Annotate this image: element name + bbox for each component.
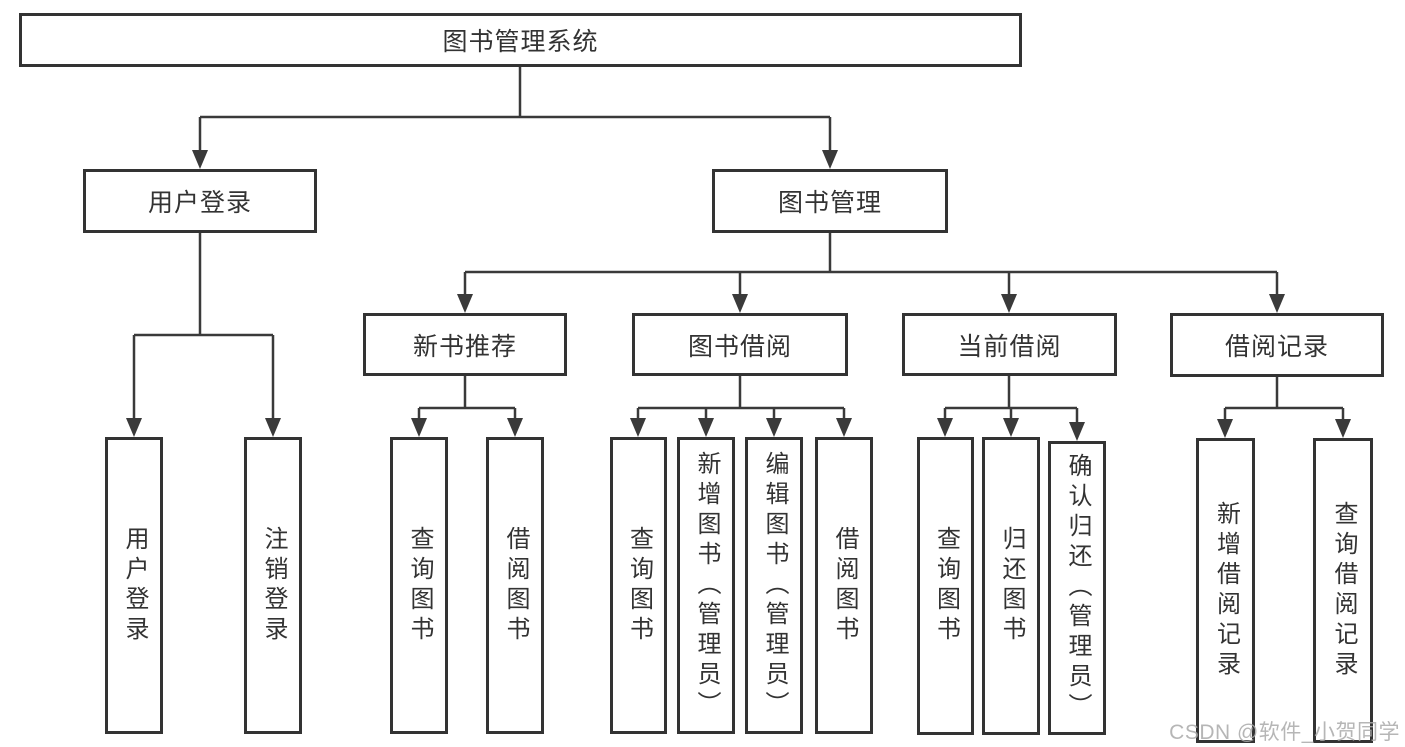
leaf-user-login: 用户登录 [105, 437, 163, 734]
node-root-label: 图书管理系统 [442, 28, 599, 56]
leaf-query-borrow-record-label: 查询借阅记录 [1330, 500, 1357, 681]
leaf-query-books-borrowing-label: 查询图书 [625, 525, 653, 646]
leaf-query-books-current-label: 查询图书 [932, 526, 960, 646]
leaf-query-borrow-record: 查询借阅记录 [1313, 438, 1373, 743]
node-book-management-label: 图书管理 [777, 189, 882, 217]
leaf-add-book-admin-label: 新增图书（管理员） [693, 450, 720, 721]
leaf-confirm-return-admin: 确认归还（管理员） [1048, 441, 1106, 735]
leaf-borrow-books-recommend: 借阅图书 [486, 437, 544, 734]
leaf-return-books-label: 归还图书 [998, 526, 1025, 646]
node-new-book-recommendation: 新书推荐 [363, 313, 567, 376]
leaf-query-books-recommend-label: 查询图书 [406, 525, 433, 646]
node-new-book-recommendation-label: 新书推荐 [412, 332, 517, 361]
leaf-query-books-borrowing: 查询图书 [610, 437, 667, 734]
node-borrowing-records: 借阅记录 [1170, 313, 1384, 377]
node-root: 图书管理系统 [19, 13, 1022, 67]
leaf-query-books-current: 查询图书 [917, 437, 974, 735]
leaf-edit-book-admin-label: 编辑图书（管理员） [761, 450, 788, 721]
node-book-borrowing: 图书借阅 [632, 313, 848, 376]
leaf-borrow-books-borrowing-label: 借阅图书 [831, 525, 858, 646]
leaf-borrow-books-borrowing: 借阅图书 [815, 437, 873, 734]
leaf-logout-login: 注销登录 [244, 437, 302, 734]
leaf-query-books-recommend: 查询图书 [390, 437, 448, 734]
node-user-login: 用户登录 [83, 169, 317, 233]
leaf-confirm-return-admin-label: 确认归还（管理员） [1064, 453, 1091, 723]
leaf-edit-book-admin: 编辑图书（管理员） [745, 437, 803, 734]
node-user-login-label: 用户登录 [147, 189, 252, 217]
leaf-borrow-books-recommend-label: 借阅图书 [502, 525, 529, 646]
node-current-borrowing-label: 当前借阅 [957, 332, 1062, 361]
leaf-return-books: 归还图书 [982, 437, 1040, 735]
node-borrowing-records-label: 借阅记录 [1224, 333, 1329, 361]
node-book-borrowing-label: 图书借阅 [687, 332, 792, 361]
leaf-user-login-label: 用户登录 [121, 525, 148, 646]
leaf-logout-login-label: 注销登录 [260, 525, 287, 646]
node-current-borrowing: 当前借阅 [902, 313, 1117, 376]
leaf-add-book-admin: 新增图书（管理员） [677, 437, 735, 734]
watermark: CSDN @软件_小贺同学 [1169, 721, 1400, 744]
node-book-management: 图书管理 [712, 169, 948, 233]
leaf-add-borrow-record-label: 新增借阅记录 [1212, 500, 1240, 681]
leaf-add-borrow-record: 新增借阅记录 [1196, 438, 1255, 743]
